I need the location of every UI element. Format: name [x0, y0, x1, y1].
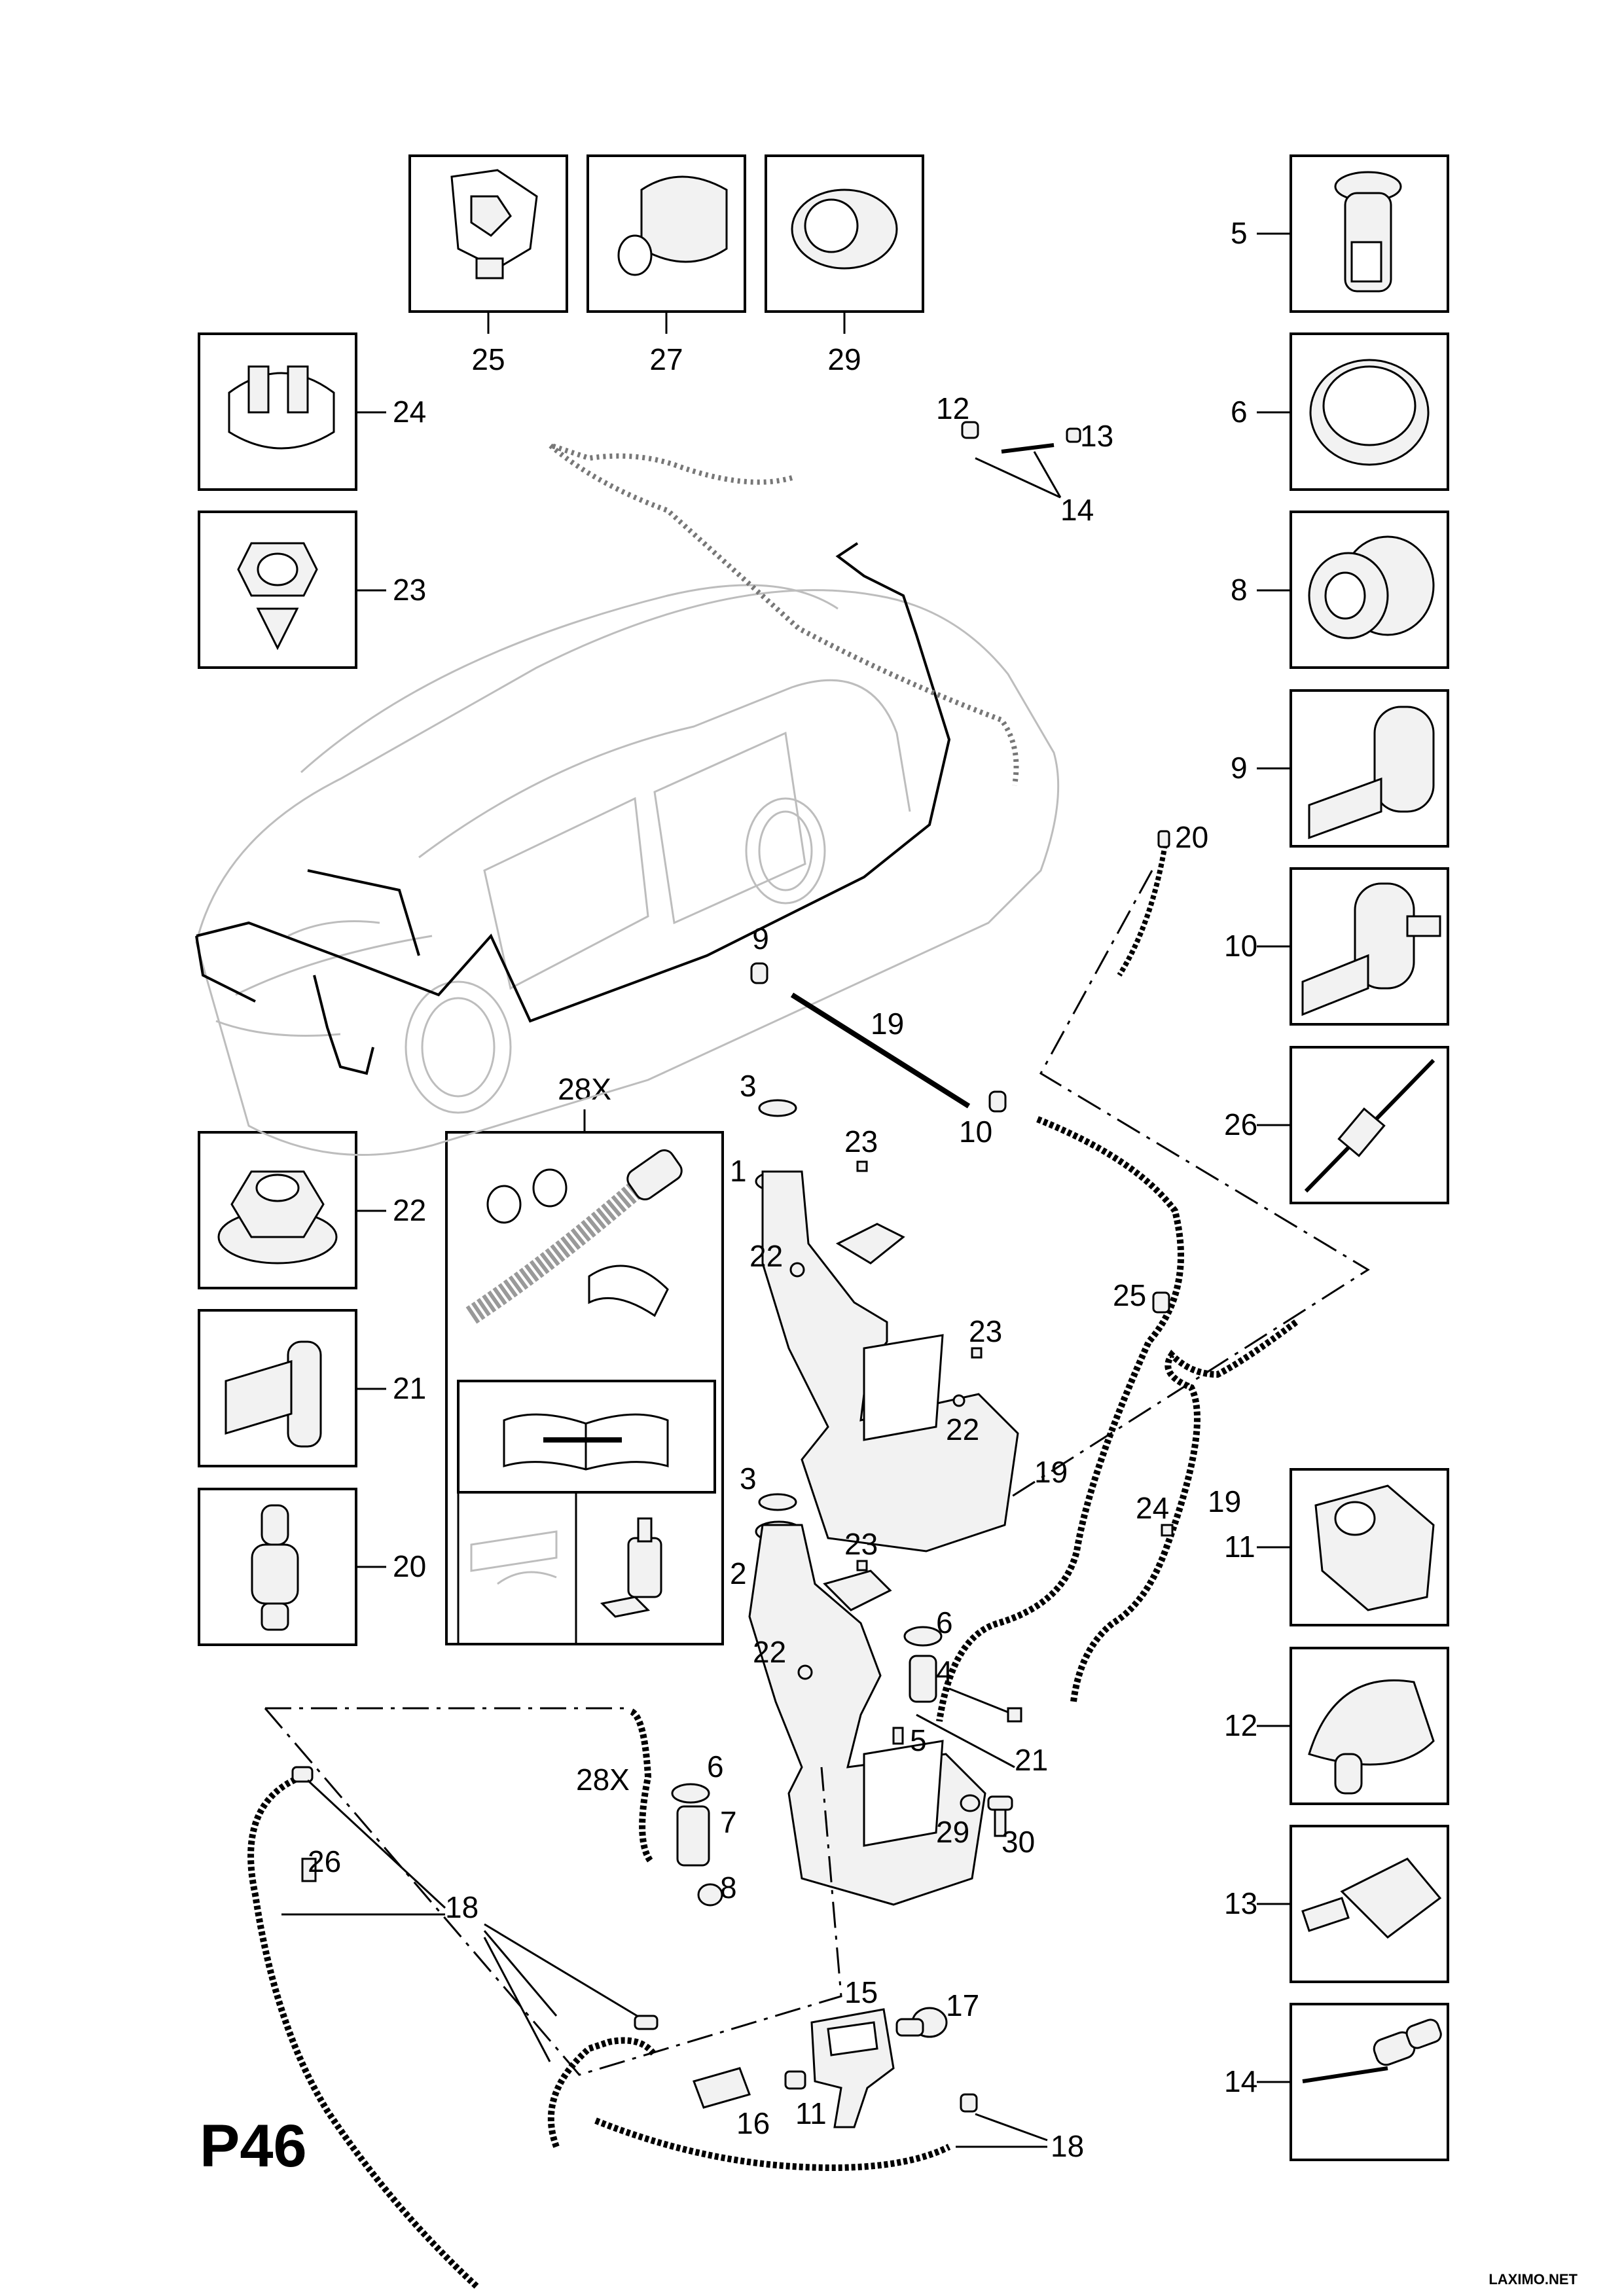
callout-6-lower: 6 — [707, 1749, 724, 1784]
part-box-13 — [1257, 1825, 1449, 1983]
callout-19-upper: 19 — [871, 1007, 904, 1041]
pump-assembly-7 — [671, 1783, 723, 1907]
callout-19-right: 19 — [1208, 1484, 1241, 1518]
callout-22-mid: 22 — [946, 1412, 979, 1446]
callout-21-main: 21 — [1015, 1743, 1048, 1777]
callout-28x-kit: 28X — [558, 1072, 611, 1106]
callout-24-main: 24 — [1136, 1491, 1169, 1525]
callout-14-top: 14 — [1060, 493, 1094, 527]
callout-5-box: 5 — [1231, 216, 1248, 250]
callout-22-lower: 22 — [753, 1635, 786, 1669]
callout-30: 30 — [1001, 1825, 1035, 1859]
part-box-23 — [198, 511, 386, 669]
callout-27: 27 — [649, 342, 683, 376]
part-box-27 — [586, 154, 746, 334]
part-box-8 — [1257, 511, 1449, 669]
callout-23-box: 23 — [393, 573, 426, 607]
callout-2: 2 — [730, 1556, 747, 1590]
callout-8-box: 8 — [1231, 573, 1248, 607]
callout-16: 16 — [736, 2106, 770, 2140]
drip-tray-icon — [470, 1530, 558, 1585]
part-box-14 — [1257, 2003, 1449, 2161]
part-box-21 — [198, 1309, 386, 1467]
callout-11-lower: 11 — [795, 2096, 827, 2130]
kit-box-28x: 28X — [445, 1072, 724, 1645]
nozzle-17 — [895, 2007, 948, 2038]
headlamp-nozzle-15 — [810, 2008, 895, 2128]
callout-1: 1 — [730, 1154, 747, 1188]
callout-3-upper: 3 — [740, 1069, 757, 1103]
watermark: LAXIMO.NET — [1489, 2271, 1578, 2287]
callout-28x-lower: 28X — [576, 1763, 630, 1797]
callout-18-right: 18 — [1051, 2129, 1084, 2163]
callout-23-upper: 23 — [844, 1124, 878, 1158]
callout-18-left: 18 — [445, 1890, 478, 1924]
washer-reservoir-2 — [748, 1520, 986, 1906]
part-box-9 — [1257, 689, 1449, 848]
part-box-10 — [1257, 867, 1449, 1026]
callout-15: 15 — [844, 1975, 878, 2009]
callout-22-box: 22 — [393, 1193, 426, 1227]
book-wrench-icon — [503, 1413, 669, 1471]
part-box-25 — [408, 154, 568, 334]
callout-6-box: 6 — [1231, 395, 1248, 429]
callout-7: 7 — [720, 1805, 737, 1839]
callout-9-box: 9 — [1231, 751, 1248, 785]
callout-20-box: 20 — [393, 1549, 426, 1583]
callout-8-lower: 8 — [720, 1871, 737, 1905]
callout-14-box: 14 — [1224, 2064, 1257, 2098]
part-box-22 — [198, 1131, 386, 1289]
callout-24-box: 24 — [393, 395, 426, 429]
callout-6-mid: 6 — [936, 1605, 953, 1640]
callout-9-main: 9 — [752, 922, 769, 956]
callout-19-mid: 19 — [1034, 1455, 1068, 1489]
callout-20-top: 20 — [1175, 820, 1208, 854]
callout-25: 25 — [471, 342, 505, 376]
part-box-29 — [765, 154, 924, 334]
callout-25-main: 25 — [1113, 1278, 1146, 1312]
callout-26-box: 26 — [1224, 1107, 1257, 1141]
callout-29: 29 — [827, 342, 861, 376]
callout-17: 17 — [946, 1988, 979, 2022]
rear-nozzle-cluster — [961, 421, 1081, 499]
callout-3-lower: 3 — [740, 1462, 757, 1496]
vehicle-outline — [195, 542, 1060, 1156]
part-box-26 — [1257, 1046, 1449, 1204]
washer-reservoir-1 — [755, 1170, 1019, 1552]
callout-13-top: 13 — [1080, 419, 1113, 453]
callout-23-lower: 23 — [844, 1527, 878, 1561]
part-box-11 — [1257, 1468, 1449, 1626]
part-box-20 — [198, 1488, 386, 1646]
part-box-6 — [1257, 332, 1449, 491]
pump-assembly-4 — [892, 1626, 943, 1745]
callout-26-lower: 26 — [308, 1844, 341, 1878]
callout-12-box: 12 — [1224, 1708, 1257, 1742]
callout-21-box: 21 — [393, 1371, 426, 1405]
callout-11-box: 11 — [1224, 1530, 1255, 1564]
part-box-12 — [1257, 1647, 1449, 1805]
sealant-bottle-icon — [600, 1517, 662, 1618]
diagram-code: P46 — [200, 2113, 307, 2179]
callout-23-mid: 23 — [969, 1314, 1002, 1348]
callout-13-box: 13 — [1224, 1886, 1257, 1920]
callout-22-upper: 22 — [749, 1239, 783, 1273]
callout-29-main: 29 — [936, 1815, 969, 1849]
callout-5-mid: 5 — [910, 1723, 927, 1757]
part-box-24 — [198, 332, 386, 491]
callout-10-main: 10 — [959, 1115, 992, 1149]
callout-10-box: 10 — [1224, 929, 1257, 963]
callout-12-top: 12 — [936, 391, 969, 425]
part-box-5 — [1257, 154, 1449, 313]
